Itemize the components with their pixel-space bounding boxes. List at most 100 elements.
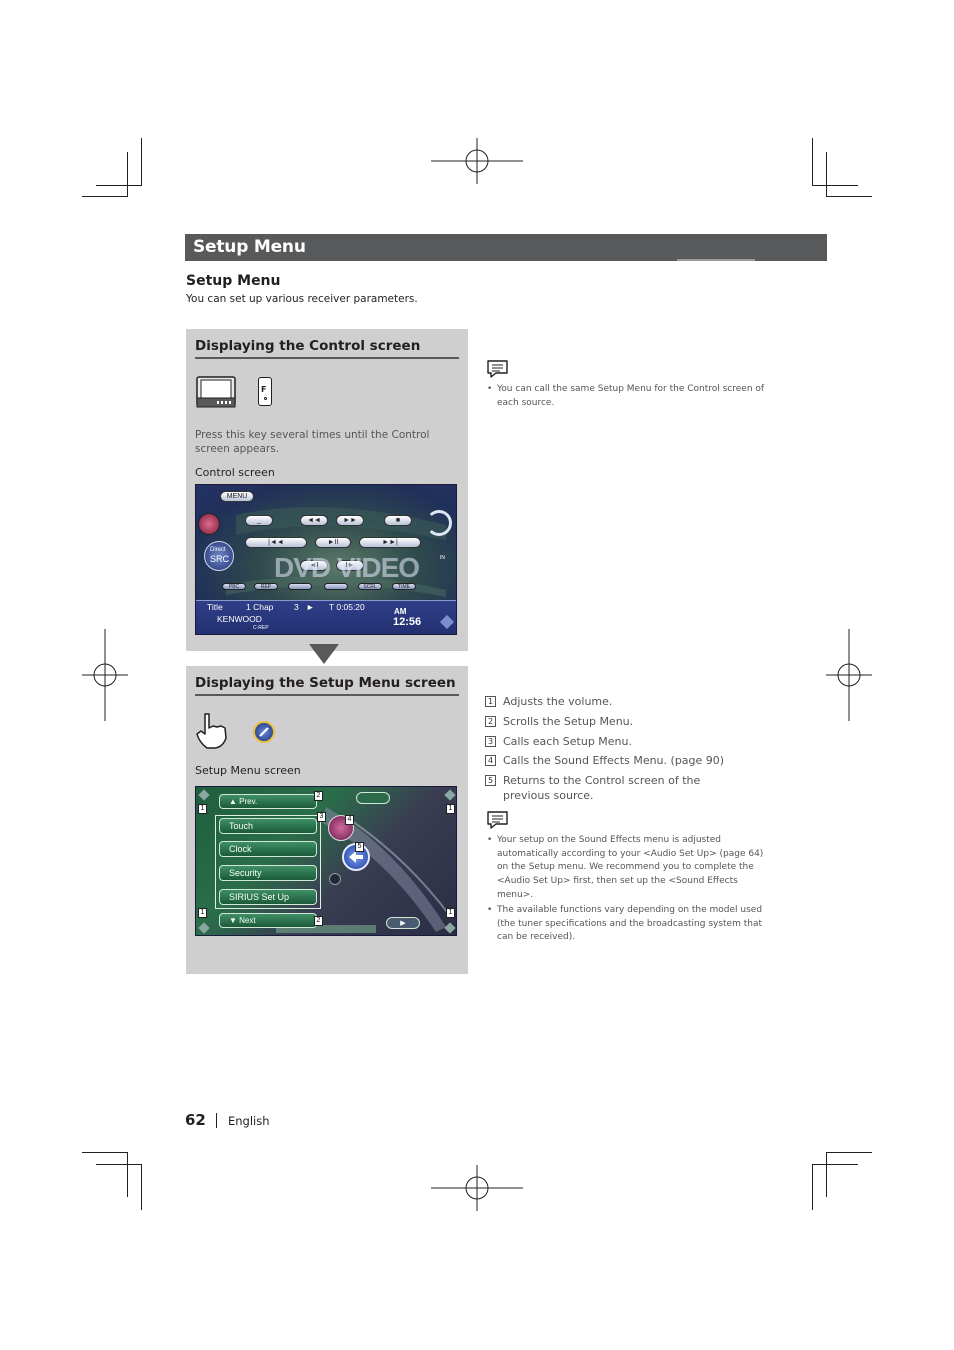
head-unit-icon bbox=[196, 376, 236, 408]
section-title: Setup Menu bbox=[186, 273, 281, 289]
stop-button[interactable]: ■ bbox=[384, 515, 412, 526]
source-button[interactable]: Direct SRC bbox=[204, 541, 234, 571]
in-label: IN bbox=[440, 555, 445, 561]
registration-mark bbox=[826, 629, 872, 721]
numbered-item: 2 Scrolls the Setup Menu. bbox=[485, 714, 755, 729]
numbered-item: 1 Adjusts the volume. bbox=[485, 694, 755, 709]
callout-5: 5 bbox=[355, 842, 364, 852]
page-language: English bbox=[228, 1114, 270, 1128]
time-button[interactable]: TIME bbox=[392, 583, 416, 590]
item-text: Calls each Setup Menu. bbox=[503, 735, 632, 748]
forward-button[interactable]: ▶ bbox=[386, 917, 420, 929]
next-track-button[interactable]: ►►| bbox=[359, 537, 421, 548]
bullet-dot: • bbox=[487, 384, 493, 394]
item-number: 4 bbox=[485, 755, 496, 766]
panel-rule bbox=[195, 694, 459, 696]
setup-wrench-icon bbox=[253, 721, 275, 743]
scrl-button[interactable]: SCRL bbox=[358, 583, 382, 590]
fast-forward-button[interactable]: ►► bbox=[336, 515, 364, 526]
registration-mark bbox=[431, 138, 523, 184]
menu-item-security[interactable]: Security bbox=[219, 865, 317, 881]
item-text: Returns to the Control screen of the pre… bbox=[503, 774, 701, 802]
crop-mark bbox=[826, 196, 872, 197]
item-text: Adjusts the volume. bbox=[503, 695, 613, 708]
control-panel-title: Displaying the Control screen bbox=[195, 338, 421, 354]
play-indicator: ► bbox=[306, 602, 315, 612]
note-text: Your setup on the Sound Effects menu is … bbox=[497, 835, 764, 900]
slow-forward-button[interactable]: I► bbox=[336, 560, 364, 571]
item-text: Scrolls the Setup Menu. bbox=[503, 715, 634, 728]
dial-ring bbox=[426, 510, 452, 536]
time-display: T 0:05:20 bbox=[329, 602, 365, 612]
item-number: 5 bbox=[485, 775, 496, 786]
prev-button[interactable]: ▲ Prev. bbox=[219, 794, 317, 809]
panel-rule bbox=[195, 357, 459, 359]
control-screen-label: Control screen bbox=[195, 466, 275, 479]
page-separator bbox=[216, 1113, 217, 1128]
item-number: 1 bbox=[485, 696, 496, 707]
registration-mark bbox=[82, 629, 128, 721]
station-name: KENWOOD bbox=[217, 614, 262, 624]
callout-1: 1 bbox=[446, 804, 455, 814]
banner-tab bbox=[677, 259, 755, 261]
play-pause-button[interactable]: ►II bbox=[315, 537, 351, 548]
section-description: You can set up various receiver paramete… bbox=[186, 293, 418, 305]
volume-knob[interactable] bbox=[198, 513, 220, 535]
dvd-video-watermark: DVD VIDEO bbox=[274, 552, 420, 583]
chapter-number: 3 bbox=[294, 602, 299, 612]
next-button[interactable]: ▼ Next bbox=[219, 913, 317, 928]
crop-mark bbox=[812, 1164, 858, 1165]
crop-mark bbox=[826, 1152, 827, 1197]
setup-screen-label: Setup Menu screen bbox=[195, 764, 301, 777]
crop-mark bbox=[127, 152, 128, 197]
blank-top-button[interactable] bbox=[356, 792, 390, 804]
item-number: 2 bbox=[485, 716, 496, 727]
hand-touch-icon bbox=[196, 713, 227, 749]
callout-1: 1 bbox=[446, 908, 455, 918]
remote-key-label: F bbox=[261, 385, 267, 394]
control-instruction: Press this key several times until the C… bbox=[195, 429, 430, 455]
src-label: SRC bbox=[210, 554, 230, 564]
callout-2: 2 bbox=[314, 791, 323, 801]
menu-item-touch[interactable]: Touch bbox=[219, 818, 317, 834]
note-bullet: • You can call the same Setup Menu for t… bbox=[487, 383, 767, 410]
note-bullet: • The available functions vary depending… bbox=[487, 904, 765, 945]
remote-key-icon: F bbox=[258, 377, 272, 406]
title-label: Title bbox=[207, 602, 223, 612]
blank-mini-button[interactable] bbox=[324, 583, 348, 590]
menu-item-clock[interactable]: Clock bbox=[219, 841, 317, 857]
numbered-item: 3 Calls each Setup Menu. bbox=[485, 734, 755, 749]
crop-mark bbox=[826, 1152, 872, 1153]
blank-mini-button[interactable] bbox=[288, 583, 312, 590]
pbc-button[interactable]: PBC bbox=[222, 583, 246, 590]
setup-panel-title: Displaying the Setup Menu screen bbox=[195, 675, 456, 691]
previous-track-button[interactable]: |◄◄ bbox=[245, 537, 307, 548]
note-text: The available functions vary depending o… bbox=[497, 905, 763, 943]
note-icon bbox=[487, 811, 508, 829]
page-number: 62 bbox=[185, 1111, 206, 1129]
crop-mark bbox=[812, 1164, 813, 1210]
numbered-item: 4 Calls the Sound Effects Menu. (page 90… bbox=[485, 753, 755, 768]
crop-mark bbox=[82, 196, 128, 197]
note-bullet: • Your setup on the Sound Effects menu i… bbox=[487, 834, 765, 903]
item-number: 3 bbox=[485, 736, 496, 747]
callout-3: 3 bbox=[317, 812, 326, 822]
callout-4: 4 bbox=[345, 815, 354, 825]
minus-button[interactable]: _ bbox=[245, 515, 273, 526]
rewind-button[interactable]: ◄◄ bbox=[300, 515, 328, 526]
rep-button[interactable]: REP bbox=[254, 583, 278, 590]
down-arrow-icon bbox=[309, 644, 339, 664]
ampm-label: AM bbox=[394, 607, 407, 616]
chapter-title: Setup Menu bbox=[193, 237, 306, 257]
menu-button[interactable]: MENU bbox=[220, 491, 254, 502]
slow-reverse-button[interactable]: ◄I bbox=[300, 560, 328, 571]
menu-item-sirius[interactable]: SIRIUS Set Up bbox=[219, 889, 317, 905]
info-bar bbox=[196, 600, 456, 634]
chapter-banner: Setup Menu bbox=[185, 234, 827, 261]
item-text: Calls the Sound Effects Menu. (page 90) bbox=[503, 754, 725, 767]
crop-mark bbox=[141, 138, 142, 186]
screen-swoosh bbox=[276, 807, 452, 933]
numbered-item: 5 Returns to the Control screen of the p… bbox=[485, 773, 747, 803]
callout-1: 1 bbox=[198, 804, 207, 814]
return-button[interactable] bbox=[342, 843, 370, 871]
